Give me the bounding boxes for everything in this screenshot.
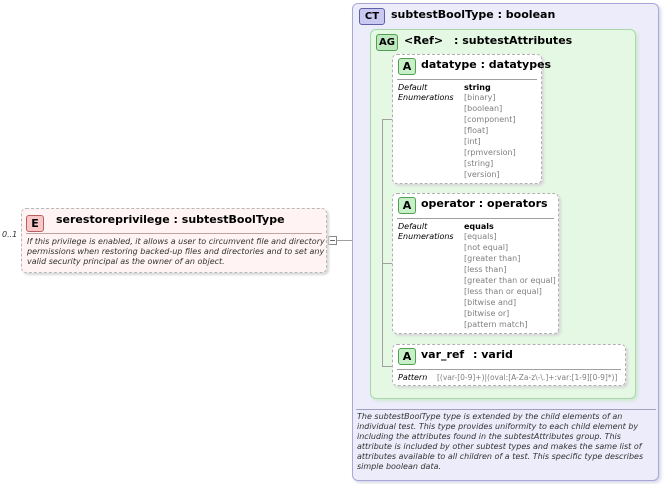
pattern-label: Pattern bbox=[398, 373, 428, 382]
attribute-badge-icon: A bbox=[398, 197, 416, 214]
divider bbox=[356, 409, 656, 410]
divider bbox=[397, 218, 554, 219]
complex-type-description: The subtestBoolType type is extended by … bbox=[357, 412, 644, 471]
element-title: serestoreprivilege : subtestBoolType bbox=[56, 213, 285, 226]
enumeration-item: [greater than or equal] bbox=[464, 276, 556, 285]
attribute-group-name: : subtestAttributes bbox=[454, 34, 573, 47]
enumeration-item: [float] bbox=[464, 126, 489, 135]
default-label: Default bbox=[398, 83, 428, 92]
enumeration-list: [binary] [boolean] [component] [float] [… bbox=[464, 92, 516, 180]
enumerations-label: Enumerations bbox=[398, 93, 454, 102]
attribute-badge-icon: A bbox=[398, 58, 416, 75]
complex-type-title: subtestBoolType : boolean bbox=[391, 8, 556, 21]
attribute-title: operator : operators bbox=[421, 197, 548, 210]
divider bbox=[397, 369, 621, 370]
sequence-collapse-icon[interactable] bbox=[328, 236, 337, 245]
element-description: If this privilege is enabled, it allows … bbox=[27, 237, 325, 266]
enumeration-item: [string] bbox=[464, 159, 494, 168]
enumeration-item: [bitwise and] bbox=[464, 298, 517, 307]
element-badge-icon: E bbox=[26, 215, 44, 232]
attribute-group-ref: <Ref> bbox=[404, 34, 444, 47]
attribute-name: var_ref bbox=[421, 348, 465, 361]
cardinality-label: 0..1 bbox=[2, 230, 18, 239]
enumeration-item: [boolean] bbox=[464, 104, 503, 113]
tree-connector bbox=[382, 263, 392, 264]
enumerations-label: Enumerations bbox=[398, 232, 454, 241]
divider bbox=[26, 233, 322, 234]
enumeration-item: [binary] bbox=[464, 93, 496, 102]
connector-line bbox=[327, 240, 352, 241]
default-value: string bbox=[464, 83, 491, 92]
tree-connector bbox=[382, 119, 383, 366]
attribute-badge-icon: A bbox=[398, 348, 416, 365]
element-box[interactable]: E serestoreprivilege : subtestBoolType I… bbox=[21, 208, 327, 273]
element-header: E serestoreprivilege : subtestBoolType bbox=[26, 212, 320, 232]
attribute-title: datatype : datatypes bbox=[421, 58, 552, 71]
enumeration-item: [greater than] bbox=[464, 254, 521, 263]
enumeration-item: [version] bbox=[464, 170, 500, 179]
complex-type-badge-icon: CT bbox=[359, 8, 385, 25]
tree-connector bbox=[382, 119, 392, 120]
enumeration-item: [equals] bbox=[464, 232, 497, 241]
enumeration-item: [bitwise or] bbox=[464, 309, 510, 318]
attribute-datatype[interactable]: A datatype : datatypes Default string En… bbox=[392, 54, 551, 184]
enumeration-item: [pattern match] bbox=[464, 320, 528, 329]
pattern-value: [(var-[0-9]+)|(oval:[A-Za-z\-\.]+:var:[1… bbox=[437, 373, 618, 382]
attribute-var-ref[interactable]: A var_ref : varid Pattern [(var-[0-9]+)|… bbox=[392, 344, 626, 386]
divider bbox=[397, 79, 537, 80]
default-value: equals bbox=[464, 222, 494, 231]
enumeration-item: [not equal] bbox=[464, 243, 509, 252]
enumeration-item: [less than] bbox=[464, 265, 507, 274]
enumeration-list: [equals] [not equal] [greater than] [les… bbox=[464, 231, 556, 330]
enumeration-item: [component] bbox=[464, 115, 516, 124]
enumeration-item: [rpmversion] bbox=[464, 148, 516, 157]
attribute-type: : varid bbox=[473, 348, 513, 361]
enumeration-item: [int] bbox=[464, 137, 481, 146]
enumeration-item: [less than or equal] bbox=[464, 287, 542, 296]
tree-connector bbox=[382, 366, 392, 367]
attribute-group-badge-icon: AG bbox=[376, 34, 398, 51]
attribute-operator[interactable]: A operator : operators Default equals En… bbox=[392, 193, 559, 334]
default-label: Default bbox=[398, 222, 428, 231]
